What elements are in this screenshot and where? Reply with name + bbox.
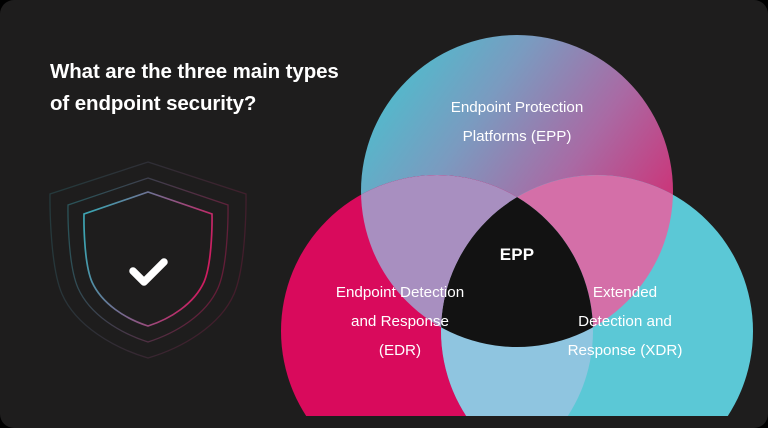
venn-label-epp-line-2: Platforms (EPP) [463, 128, 572, 145]
page-title: What are the three main types of endpoin… [50, 60, 339, 115]
venn-label-edr: Endpoint Detection and Response (EDR) [336, 284, 464, 359]
svg-text:EPP: EPP [500, 245, 535, 264]
venn-label-edr-line-1: Endpoint Detection [336, 284, 464, 301]
venn-label-edr-line-3: (EDR) [379, 342, 421, 359]
shield-check-icon [42, 160, 262, 360]
venn-label-xdr: Extended Detection and Response (XDR) [568, 284, 683, 359]
shield-outline-inner [83, 191, 213, 327]
shield-outline-middle [67, 177, 229, 343]
venn-center-label: EPP [500, 245, 535, 264]
check-icon [129, 258, 168, 286]
venn-label-epp: Endpoint Protection Platforms (EPP) [451, 99, 584, 145]
venn-label-edr-line-2: and Response [351, 313, 449, 330]
venn-overlap-center [441, 175, 593, 347]
venn-label-xdr-line-3: Response (XDR) [568, 342, 683, 359]
venn-label-xdr-line-1: Extended [593, 284, 657, 301]
shield-outline-outer [49, 161, 247, 359]
venn-diagram: Endpoint Protection Platforms (EPP) Endp… [280, 16, 760, 416]
venn-label-epp-line-1: Endpoint Protection [451, 99, 584, 116]
venn-label-xdr-line-2: Detection and [578, 313, 672, 330]
